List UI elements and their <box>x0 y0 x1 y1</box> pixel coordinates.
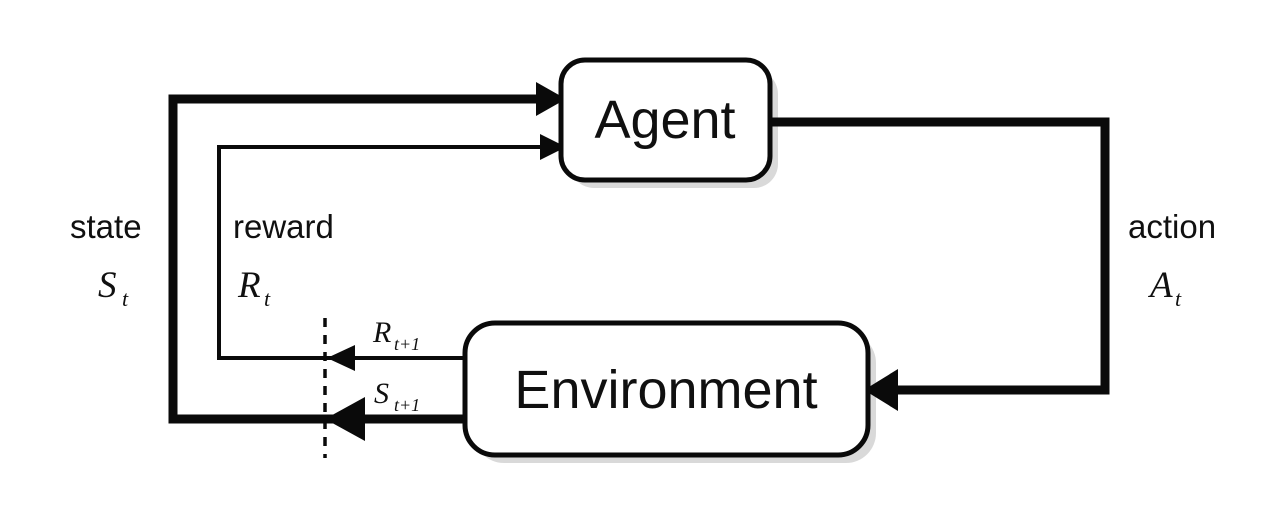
state-feedback-arrowhead <box>536 82 566 116</box>
edge-reward-feedback <box>217 134 566 360</box>
action-line <box>770 117 1110 395</box>
reward-label-group: reward R t <box>233 208 334 311</box>
environment-label: Environment <box>514 360 817 420</box>
state-label-text: state <box>70 208 142 245</box>
agent-label: Agent <box>594 90 735 150</box>
reward-next-symbol-base: R <box>372 316 391 349</box>
state-next-label-group: S t+1 <box>374 377 420 415</box>
reward-label-text: reward <box>233 208 334 245</box>
edge-action <box>770 117 1110 411</box>
environment-box[interactable] <box>462 320 871 458</box>
edge-state-feedback <box>168 82 566 424</box>
action-symbol-subscript: t <box>1175 286 1182 311</box>
reward-next-arrowhead <box>327 345 355 371</box>
state-next-symbol-subscript: t+1 <box>394 395 420 415</box>
action-arrowhead <box>864 369 898 411</box>
state-symbol-subscript: t <box>122 286 129 311</box>
reward-next-symbol-subscript: t+1 <box>394 334 420 354</box>
action-label-text: action <box>1128 208 1216 245</box>
state-label-group: state S t <box>70 208 142 311</box>
action-label-group: action A t <box>1128 208 1216 311</box>
edge-state-next <box>325 397 465 441</box>
environment-node[interactable]: Environment <box>462 320 871 458</box>
agent-node[interactable]: Agent <box>558 57 773 183</box>
action-symbol-base: A <box>1147 265 1173 306</box>
edge-reward-next <box>327 345 465 371</box>
reward-next-label-group: R t+1 <box>372 316 420 354</box>
agent-box[interactable] <box>558 57 773 183</box>
reward-symbol-base: R <box>237 265 261 306</box>
reward-symbol-subscript: t <box>264 286 271 311</box>
reward-feedback-arrowhead <box>540 134 566 160</box>
state-symbol-base: S <box>98 265 117 306</box>
state-feedback-line <box>168 94 536 424</box>
state-next-symbol-base: S <box>374 377 389 410</box>
reward-feedback-line <box>217 145 540 360</box>
state-next-arrowhead <box>325 397 365 441</box>
